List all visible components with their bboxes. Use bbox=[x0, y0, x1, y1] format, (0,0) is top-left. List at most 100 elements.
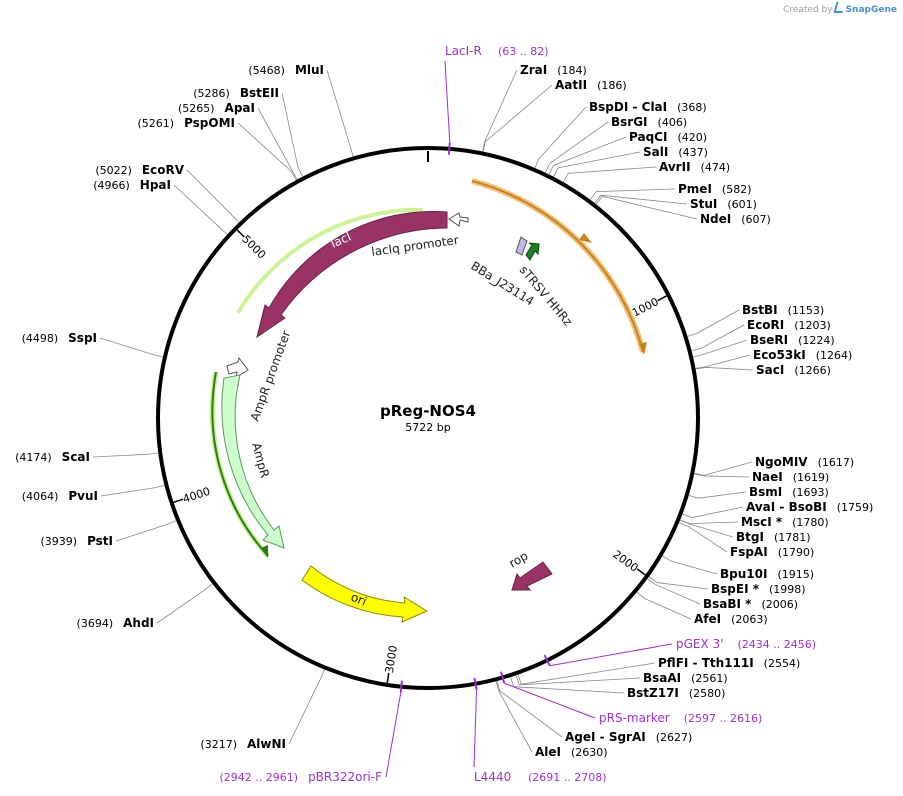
enzyme-site[interactable]: SalI(437) bbox=[643, 145, 708, 159]
enzyme-leader-line bbox=[288, 669, 325, 745]
primer-annotation[interactable]: L4440(2691 .. 2708) bbox=[473, 677, 607, 784]
enzyme-site[interactable]: BsrGI(406) bbox=[611, 115, 687, 129]
enzyme-site[interactable]: ZraI(184) bbox=[520, 63, 587, 77]
enzyme-leader-line bbox=[680, 519, 739, 524]
rop-arrow bbox=[511, 561, 553, 591]
enzyme-site[interactable]: BspDI - ClaI(368) bbox=[589, 100, 707, 114]
enzyme-site[interactable]: Eco53kI(1264) bbox=[753, 348, 852, 362]
enzyme-site[interactable]: BseRI(1224) bbox=[750, 333, 835, 347]
enzyme-site[interactable]: NgoMIV(1617) bbox=[755, 455, 854, 469]
enzyme-site[interactable]: HpaI(4966) bbox=[93, 178, 171, 192]
enzyme-site[interactable]: EcoRV(5022) bbox=[95, 163, 184, 177]
primer-mark bbox=[543, 654, 551, 667]
enzyme-site[interactable]: SspI(4498) bbox=[22, 331, 97, 345]
enzyme-position: (2630) bbox=[571, 746, 608, 759]
primer-mark bbox=[473, 677, 478, 690]
enzyme-site[interactable]: AgeI - SgrAI (2627) bbox=[565, 730, 692, 744]
enzyme-labels: ZraI(184)AatII(186) BspDI - ClaI(368)BsrG… bbox=[15, 63, 873, 759]
primer-annotation[interactable]: pGEX 3'(2434 .. 2456) bbox=[543, 637, 816, 667]
enzyme-leader-line bbox=[553, 151, 641, 177]
enzyme-site[interactable]: PmeI(582) bbox=[678, 182, 752, 196]
enzyme-name: SspI bbox=[68, 331, 97, 345]
enzyme-name: BsmI bbox=[749, 485, 782, 499]
primer-leader-line bbox=[444, 60, 451, 143]
enzyme-position: (2580) bbox=[689, 687, 726, 700]
enzyme-name: PvuI bbox=[68, 489, 98, 503]
scale-tick bbox=[173, 498, 184, 504]
enzyme-site[interactable]: PvuI (4064) bbox=[22, 489, 98, 503]
enzyme-leader-line bbox=[691, 324, 745, 352]
enzyme-name: PmeI bbox=[678, 182, 712, 196]
enzyme-site[interactable]: PstI(3939) bbox=[40, 534, 113, 548]
ori-arrow bbox=[301, 565, 429, 623]
enzyme-site[interactable]: StuI(601) bbox=[690, 197, 757, 211]
enzyme-site[interactable]: PflFI - Tth111I(2554) bbox=[658, 656, 800, 670]
credit-brand: SnapGene bbox=[845, 5, 897, 15]
enzyme-site[interactable]: MscI * (1780) bbox=[741, 515, 829, 529]
enzyme-site[interactable]: BsmI(1693) bbox=[749, 485, 829, 499]
AmpR-label: AmpR bbox=[249, 441, 272, 479]
enzyme-site[interactable]: AlwNI (3217) bbox=[200, 737, 286, 751]
enzyme-site[interactable]: SacI(1266) bbox=[756, 363, 831, 377]
enzyme-site[interactable]: NaeI(1619) bbox=[752, 470, 829, 484]
enzyme-leader-line bbox=[662, 555, 718, 575]
enzyme-position: (420) bbox=[677, 131, 707, 144]
feature-rop[interactable]: rop bbox=[507, 549, 553, 591]
enzyme-name: SalI bbox=[643, 145, 668, 159]
enzyme-name: AgeI - SgrAI bbox=[565, 730, 646, 744]
enzyme-name: AlwNI bbox=[247, 737, 286, 751]
enzyme-site[interactable]: AfeI(2063) bbox=[694, 612, 768, 626]
enzyme-site[interactable]: PaqCI(420) bbox=[629, 130, 707, 144]
enzyme-site[interactable]: AhdI(3694) bbox=[77, 616, 154, 630]
enzyme-position: (2627) bbox=[656, 731, 693, 744]
primer-leader-line bbox=[473, 689, 478, 768]
enzyme-site[interactable]: ApaI(5265) bbox=[178, 101, 255, 115]
enzyme-site[interactable]: EcoRI(1203) bbox=[747, 318, 831, 332]
enzyme-site[interactable]: FspAI(1790) bbox=[730, 545, 814, 559]
enzyme-site[interactable]: BstEII(5286) bbox=[193, 86, 279, 100]
enzyme-leader-line bbox=[648, 576, 709, 590]
enzyme-position: (1780) bbox=[792, 516, 829, 529]
enzyme-name: EcoRV bbox=[142, 163, 185, 177]
enzyme-site[interactable]: AleI(2630) bbox=[535, 745, 608, 759]
enzyme-site[interactable]: BsaBI *(2006) bbox=[703, 597, 798, 611]
enzyme-name: Eco53kI bbox=[753, 348, 806, 362]
enzyme-leader-line bbox=[682, 506, 744, 518]
enzyme-site[interactable]: BsaAI(2561) bbox=[643, 671, 728, 685]
enzyme-position: (368) bbox=[677, 101, 707, 114]
feature-sTRSV-HHRz[interactable]: sTRSV HHRz bbox=[517, 242, 575, 329]
enzyme-position: (1759) bbox=[837, 501, 874, 514]
enzyme-site[interactable]: ScaI(4174) bbox=[15, 450, 90, 464]
enzyme-name: AvrII bbox=[659, 160, 691, 174]
enzyme-leader-line bbox=[589, 188, 676, 200]
enzyme-position: (4064) bbox=[22, 490, 59, 503]
enzyme-site[interactable]: AvrII(474) bbox=[659, 160, 730, 174]
AmpR-promoter-arrow bbox=[226, 356, 249, 378]
enzyme-site[interactable]: AatII(186) bbox=[555, 78, 627, 92]
feature-ori[interactable]: ori bbox=[301, 565, 429, 623]
enzyme-site[interactable]: PspOMI(5261) bbox=[137, 116, 235, 130]
enzyme-site[interactable]: BspEI *(1998) bbox=[711, 582, 806, 596]
primer-annotation[interactable]: pBR322ori-F(2942 .. 2961) bbox=[220, 680, 403, 784]
feature-lacI[interactable]: lacI bbox=[236, 207, 448, 339]
enzyme-name: BspEI * bbox=[711, 582, 760, 596]
enzyme-name: MscI * bbox=[741, 515, 783, 529]
enzyme-position: (3217) bbox=[200, 738, 237, 751]
scale-tick-label: 4000 bbox=[181, 485, 212, 506]
enzyme-leader-line bbox=[237, 122, 297, 181]
enzyme-site[interactable]: MluI(5468) bbox=[248, 63, 324, 77]
enzyme-site[interactable]: BstZ17I(2580) bbox=[627, 686, 725, 700]
enzyme-name: BsaAI bbox=[643, 671, 681, 685]
sTRSV-HHRz-arrow bbox=[525, 242, 540, 261]
enzyme-site[interactable]: BstBI(1153) bbox=[742, 303, 824, 317]
enzyme-site[interactable]: NdeI(607) bbox=[700, 212, 771, 226]
enzyme-leader-line bbox=[595, 195, 698, 220]
enzyme-position: (1617) bbox=[818, 456, 855, 469]
primer-annotation[interactable]: pRS-marker(2597 .. 2616) bbox=[499, 671, 762, 725]
enzyme-site[interactable]: Bpu10I(1915) bbox=[720, 567, 814, 581]
enzyme-site[interactable]: AvaI - BsoBI(1759) bbox=[746, 500, 873, 514]
enzyme-site[interactable]: BtgI(1781) bbox=[736, 530, 811, 544]
enzyme-leader-line bbox=[647, 578, 701, 605]
enzyme-leader-line bbox=[482, 69, 518, 152]
primer-annotation[interactable]: LacI-R(63 .. 82) bbox=[444, 44, 549, 155]
